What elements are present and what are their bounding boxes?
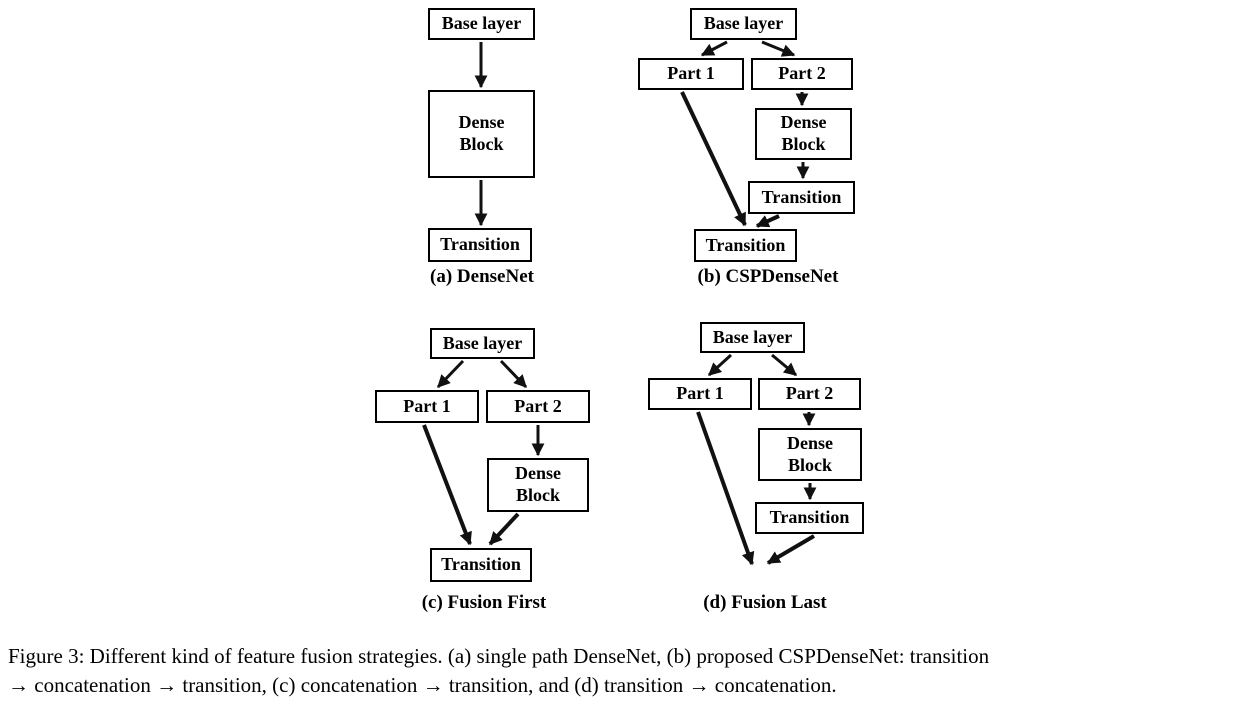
node-label: Dense Block — [515, 463, 561, 505]
arrow-c-part1-to-transition — [422, 424, 472, 546]
node-dense-block: Dense Block — [428, 90, 535, 178]
node-dense-block: Dense Block — [487, 458, 589, 512]
node-part-1: Part 1 — [375, 390, 479, 423]
node-label: Dense Block — [780, 112, 827, 154]
node-base-layer: Base layer — [430, 328, 535, 359]
arrow-b-transition1-to-transition2 — [755, 214, 780, 228]
node-transition: Transition — [428, 228, 532, 262]
arrow-b-base-to-part2 — [761, 40, 796, 57]
node-base-layer: Base layer — [428, 8, 535, 40]
node-base-layer: Base layer — [690, 8, 797, 40]
panel-b-caption: (b) CSPDenseNet — [697, 266, 839, 287]
arrow-d-transition-to-concat — [766, 534, 816, 565]
arrow-c-dense-to-transition — [488, 512, 520, 546]
node-transition: Transition — [430, 548, 532, 582]
node-part-1: Part 1 — [638, 58, 744, 90]
figure-caption: Figure 3: Different kind of feature fusi… — [8, 642, 1250, 700]
node-transition: Transition — [755, 502, 864, 534]
arrow-d-base-to-part2 — [771, 353, 797, 377]
node-part-2: Part 2 — [486, 390, 590, 423]
node-part-2: Part 2 — [751, 58, 853, 90]
node-label: Dense Block — [458, 112, 505, 154]
arrow-c-base-to-part1 — [436, 359, 465, 389]
node-transition-2: Transition — [694, 229, 797, 262]
arrow-b-base-to-part1 — [700, 40, 728, 57]
node-label: Dense Block — [787, 432, 833, 475]
caption-line: Figure 3: Different kind of feature fusi… — [8, 644, 990, 668]
node-part-1: Part 1 — [648, 378, 752, 410]
panel-c-caption: (c) Fusion First — [421, 592, 547, 613]
node-part-2: Part 2 — [758, 378, 861, 410]
panel-d-caption: (d) Fusion Last — [703, 592, 827, 613]
arrow-d-base-to-part1 — [707, 353, 733, 377]
node-base-layer: Base layer — [700, 322, 805, 353]
arrow-b-part1-to-transition2 — [680, 91, 747, 227]
node-transition-1: Transition — [748, 181, 855, 214]
node-dense-block: Dense Block — [758, 428, 862, 481]
arrow-d-part1-to-concat — [696, 411, 755, 566]
caption-line: → concatenation → transition, (c) concat… — [8, 673, 837, 697]
panel-a-caption: (a) DenseNet — [430, 266, 534, 287]
node-dense-block: Dense Block — [755, 108, 852, 160]
arrow-c-base-to-part2 — [499, 359, 528, 389]
